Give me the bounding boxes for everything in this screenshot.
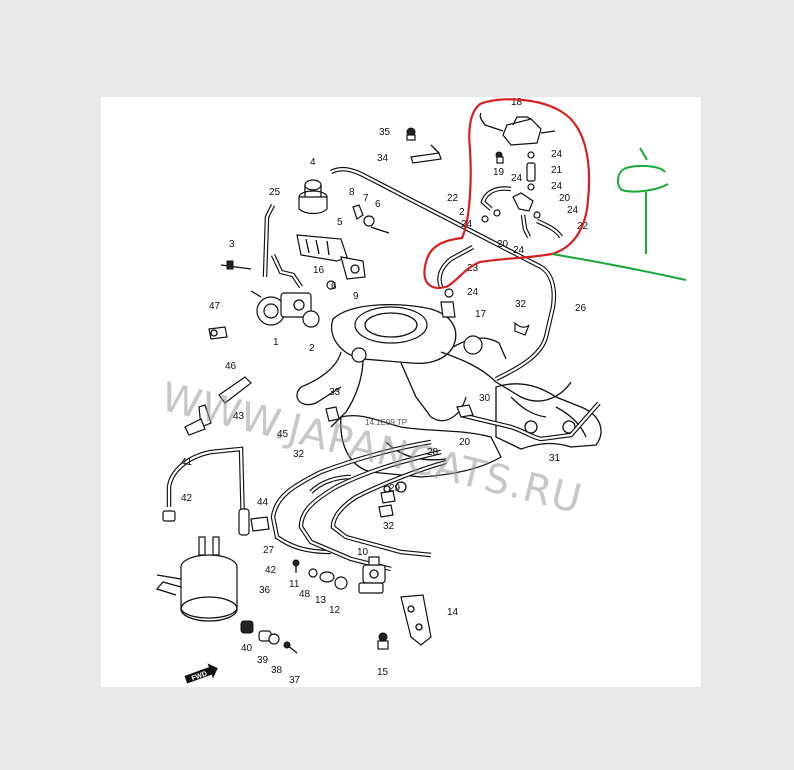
valve-assembly-1 [220,260,320,328]
canister-fittings [240,620,298,654]
forward-label: FWD [191,670,208,682]
pipe-bundle-27 [270,439,447,572]
part-number: 7 [363,193,369,204]
part-number: 16 [313,265,325,276]
part-number: 12 [329,605,341,616]
part-number: 24 [467,287,479,298]
part-number: 37 [289,675,301,686]
cylinder-head [340,383,602,493]
part-number: 25 [269,187,281,198]
part-number: 6 [331,281,337,292]
parts-diagram: WWW.JAPANCATS.RU 14.1E09 TP FWD 18 35 34… [155,97,602,686]
part-number: 2 [309,343,315,354]
intake-manifold [296,303,572,428]
part-number: 32 [383,521,395,532]
part-number: 24 [551,181,563,192]
part-number: 22 [577,221,589,232]
part-number: 31 [549,453,561,464]
part-number: 4 [310,157,316,168]
part-number: 24 [511,173,523,184]
bracket-5 [296,204,390,290]
canister-36 [155,536,238,622]
part-number: 20 [459,437,471,448]
part-number: 45 [277,429,289,440]
part-number: 11 [289,579,300,590]
part-number: 5 [337,217,343,228]
part-number: 20 [559,193,571,204]
part-number: 32 [293,449,305,460]
part-number: 1 [273,337,279,348]
part-number: 28 [427,447,439,458]
part-number: 38 [271,665,283,676]
bracket-34 [406,127,442,164]
clips-left [184,326,340,532]
part-number: 32 [515,299,527,310]
part-number: 3 [229,239,235,250]
part-number: 9 [353,291,359,302]
part-number: 20 [497,239,509,250]
forward-arrow-icon: FWD [184,663,218,684]
part-number: 8 [349,187,355,198]
part-number: 36 [259,585,271,596]
part-number: 24 [551,149,563,160]
small-fittings [292,559,348,590]
highlighted-vsv-group [437,112,563,318]
part-number: 42 [181,493,193,504]
part-number: 24 [513,245,525,256]
part-number: 41 [181,457,193,468]
part-number: 47 [209,301,221,312]
part-number: 33 [329,387,341,398]
part-number: 40 [241,643,253,654]
part-number: 21 [551,165,563,176]
part-number: 35 [379,127,391,138]
hose-25 [262,203,303,289]
part-number: 44 [257,497,269,508]
part-number: 6 [375,199,381,210]
part-number: 19 [493,167,505,178]
vsv-valve-10 [358,556,432,650]
part-number: 24 [461,219,473,230]
part-number: 24 [567,205,579,216]
part-number: 48 [299,589,311,600]
part-number: 30 [479,393,491,404]
part-number: 22 [447,193,459,204]
part-number: 27 [263,545,275,556]
hose-41 [162,446,250,536]
part-number: 2 [459,207,465,218]
part-number: 23 [467,263,479,274]
part-number: 14 [447,607,459,618]
part-number: 43 [233,411,245,422]
part-number: 18 [511,97,523,108]
clips-right [378,321,530,518]
part-number: 15 [377,667,389,678]
part-number: 13 [315,595,327,606]
part-number: 42 [265,565,277,576]
part-number: 46 [225,361,237,372]
part-number: 17 [475,309,487,320]
drawing-code: 14.1E09 TP [365,418,407,427]
vacuum-pipe-31 [460,401,601,442]
part-number: 39 [257,655,269,666]
part-number: 29 [389,483,401,494]
part-number: 10 [357,547,369,558]
part-number: 26 [575,303,587,314]
vacuum-chamber-4 [298,179,328,215]
part-number: 34 [377,153,389,164]
diagram-sheet: WWW.JAPANCATS.RU 14.1E09 TP FWD 18 35 34… [101,97,701,687]
